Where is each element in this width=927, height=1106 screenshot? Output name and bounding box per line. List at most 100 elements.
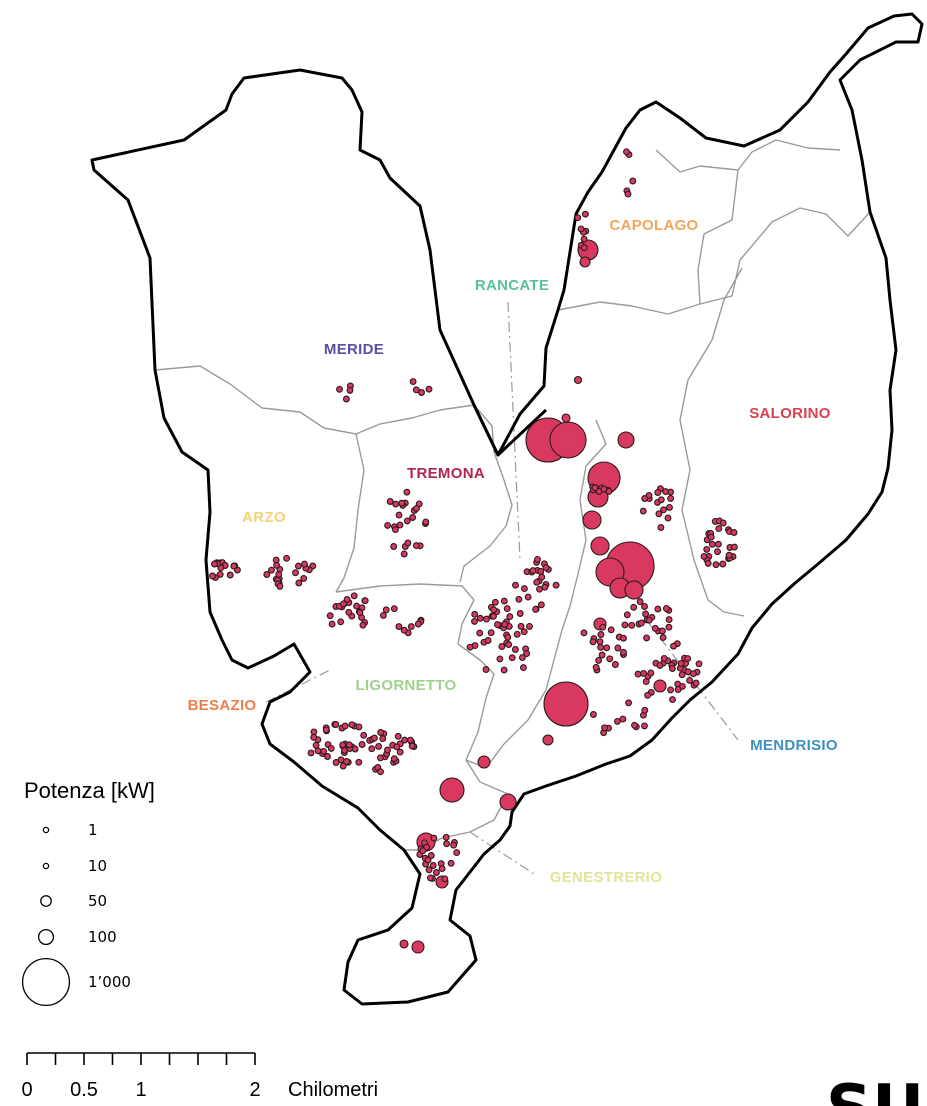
installation-point bbox=[538, 573, 546, 581]
installation-point bbox=[476, 614, 484, 622]
installation-point bbox=[611, 661, 619, 668]
installation-point bbox=[337, 618, 345, 626]
leader-rancate bbox=[507, 301, 521, 561]
installation-point bbox=[534, 555, 541, 563]
installation-point bbox=[695, 660, 703, 668]
installation-point bbox=[636, 598, 644, 606]
installation-point bbox=[580, 235, 588, 243]
installation-point bbox=[668, 665, 676, 672]
installation-point bbox=[312, 741, 320, 749]
installation-point bbox=[418, 389, 425, 396]
installation-point bbox=[715, 525, 723, 533]
label-genestrerio: GENESTRERIO bbox=[550, 869, 663, 886]
installation-point bbox=[714, 548, 721, 556]
installation-point bbox=[368, 745, 376, 753]
installation-point bbox=[443, 840, 451, 848]
installation-point bbox=[432, 869, 440, 876]
installation-point bbox=[379, 611, 387, 619]
installation-point bbox=[500, 597, 508, 605]
installation-point bbox=[422, 518, 430, 526]
installation-point bbox=[665, 616, 673, 624]
installation-point bbox=[508, 654, 516, 662]
installation-point bbox=[606, 655, 614, 663]
district-outline-west bbox=[90, 12, 924, 1006]
installation-point bbox=[327, 744, 335, 752]
installation-point bbox=[660, 654, 668, 662]
installation-point bbox=[542, 564, 550, 572]
boundary-tremona-rancate bbox=[459, 404, 513, 583]
scale-label-2: 2 bbox=[249, 1079, 260, 1101]
installation-point bbox=[345, 608, 353, 616]
boundary-salorino-mendrisio-east bbox=[679, 267, 745, 617]
installation-point bbox=[654, 489, 662, 496]
legend-label-10: 10 bbox=[88, 857, 107, 875]
installation-point bbox=[341, 722, 349, 730]
installation-point bbox=[487, 629, 495, 637]
installation-point bbox=[409, 378, 417, 386]
installation-point bbox=[355, 723, 363, 731]
installation-point bbox=[542, 734, 554, 746]
installation-point bbox=[406, 736, 414, 744]
installation-point bbox=[384, 746, 391, 754]
installation-point bbox=[686, 676, 694, 684]
installation-point bbox=[630, 603, 638, 611]
installation-point bbox=[515, 595, 523, 603]
installation-point bbox=[621, 621, 629, 629]
installation-point bbox=[491, 598, 499, 606]
installation-point bbox=[537, 568, 545, 575]
installation-point bbox=[292, 569, 299, 577]
boundary-capolago-north bbox=[655, 139, 841, 173]
installation-point bbox=[358, 741, 366, 748]
installation-point bbox=[426, 874, 434, 882]
scale-label-1: 1 bbox=[135, 1079, 146, 1101]
installation-point bbox=[477, 755, 491, 769]
installation-point bbox=[506, 613, 514, 621]
installation-point bbox=[494, 621, 501, 629]
installation-point bbox=[471, 617, 478, 625]
installation-point bbox=[526, 622, 533, 630]
installation-point bbox=[597, 631, 605, 638]
legend-symbol-50 bbox=[40, 895, 52, 907]
installation-point bbox=[413, 504, 420, 512]
installation-point bbox=[689, 670, 697, 678]
installation-point bbox=[707, 533, 715, 541]
installation-point bbox=[336, 385, 343, 393]
installation-point bbox=[332, 721, 340, 728]
installation-point bbox=[642, 678, 650, 686]
installation-point bbox=[603, 644, 611, 652]
boundary-arzo-tremona-west bbox=[335, 433, 365, 593]
installation-point bbox=[453, 849, 461, 857]
installation-point bbox=[390, 543, 398, 550]
installation-point bbox=[674, 686, 682, 693]
installation-point bbox=[662, 488, 670, 496]
label-meride: MERIDE bbox=[324, 341, 384, 358]
installation-point bbox=[376, 754, 384, 762]
label-besazio: BESAZIO bbox=[188, 697, 257, 714]
legend-title: Potenza [kW] bbox=[24, 778, 155, 803]
installation-point bbox=[466, 643, 474, 651]
installation-point bbox=[660, 506, 667, 514]
installation-point bbox=[404, 539, 412, 547]
installation-point bbox=[641, 495, 649, 502]
installation-point bbox=[350, 592, 358, 600]
installation-point bbox=[430, 834, 438, 842]
installation-point bbox=[396, 521, 404, 529]
installation-points bbox=[209, 148, 738, 954]
installation-point bbox=[339, 762, 347, 770]
scale-label-0: 0 bbox=[21, 1079, 32, 1101]
installation-point bbox=[700, 552, 708, 560]
installation-point bbox=[359, 621, 367, 629]
installation-point bbox=[719, 519, 727, 527]
installation-point bbox=[384, 521, 392, 529]
installation-point bbox=[725, 551, 733, 559]
installation-point bbox=[409, 514, 417, 521]
installation-point bbox=[503, 605, 511, 613]
installation-point bbox=[230, 562, 238, 570]
installation-point bbox=[482, 666, 490, 673]
installation-point bbox=[600, 485, 608, 493]
installation-point bbox=[320, 747, 328, 755]
installation-point bbox=[624, 580, 644, 600]
scale-unit: Chilometri bbox=[288, 1079, 378, 1101]
installation-point bbox=[595, 656, 603, 664]
